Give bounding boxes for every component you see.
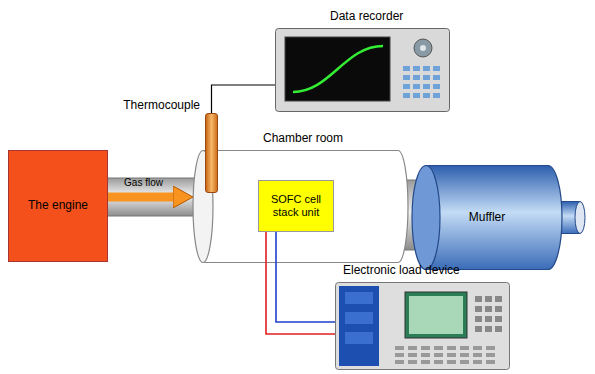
gas-flow-arrow (108, 193, 179, 202)
heading-holder: Electronic load device (343, 264, 460, 278)
chamber-room: Chamber roomSOFC cell stack unit (193, 150, 408, 263)
heading-holder: Thermocouple (123, 99, 200, 113)
exhaust-pipe (100, 178, 200, 216)
load-device-art (335, 282, 510, 370)
sofc-stack: SOFC cell stack unit (258, 180, 334, 232)
node-heading: Data recorder (330, 10, 403, 24)
node-heading: Chamber room (263, 132, 343, 146)
recorder-device: Data recorder (275, 28, 450, 112)
node-heading: Thermocouple (123, 99, 200, 113)
node-heading: Electronic load device (343, 264, 460, 278)
edge-label: Gas flow (124, 177, 163, 189)
node-label: SOFC cell stack unit (264, 193, 328, 218)
node-label: Muffler (469, 211, 505, 225)
thermocouple-probe: Thermocouple (205, 113, 218, 193)
engine-block: The engine (8, 150, 108, 262)
node-label: The engine (28, 199, 88, 213)
recorder-device-art (275, 28, 450, 112)
heading-holder: Data recorder (330, 10, 403, 24)
heading-holder: Chamber room (263, 132, 343, 146)
muffler: Muffler (412, 165, 562, 270)
load-device: Electronic load device (335, 282, 510, 370)
edge-label-holder: Gas flow (124, 177, 163, 189)
wire (212, 85, 276, 113)
